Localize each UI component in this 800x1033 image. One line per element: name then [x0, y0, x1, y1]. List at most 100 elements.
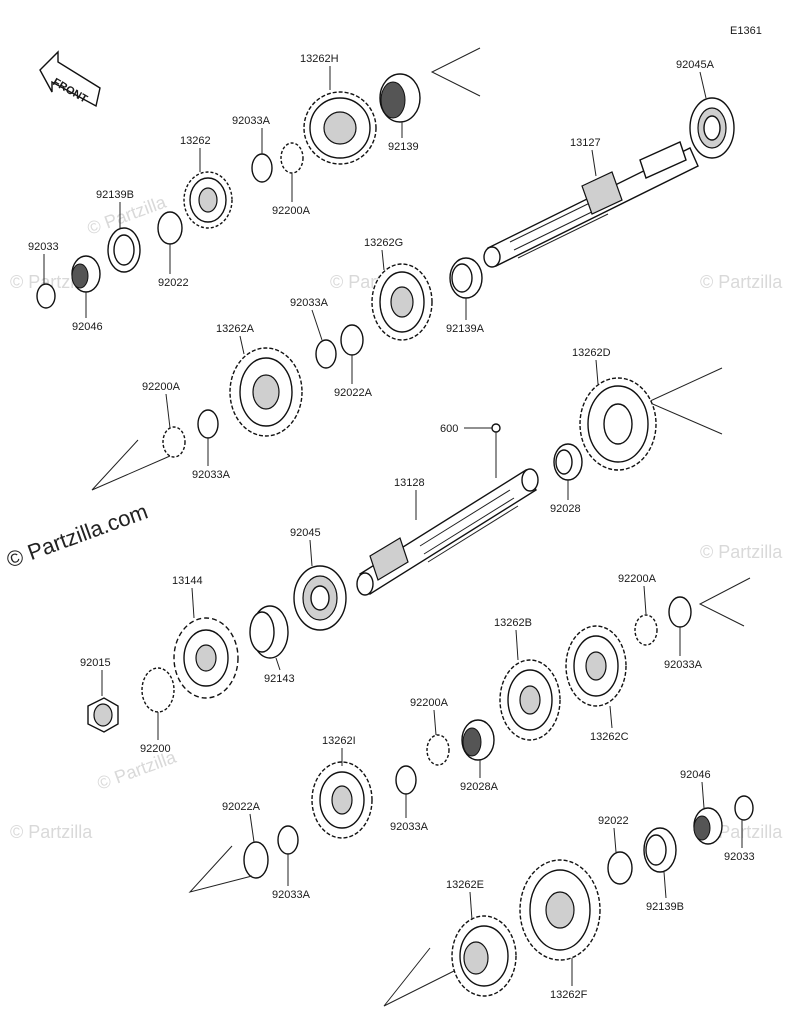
label-92022-1: 92022	[158, 277, 189, 289]
washer-92200	[141, 667, 175, 713]
washer-92200A-2	[162, 426, 186, 458]
label-13262D: 13262D	[572, 347, 611, 359]
explosion-line-3	[91, 439, 171, 491]
gear-13262E	[451, 915, 517, 997]
label-92022-2: 92022	[598, 815, 629, 827]
label-13127: 13127	[570, 137, 601, 149]
explosion-line-5	[188, 845, 253, 893]
label-92139: 92139	[388, 141, 419, 153]
washer-92022-2	[607, 851, 633, 885]
label-13128: 13128	[394, 477, 425, 489]
gear-13262	[183, 171, 233, 229]
label-13262C: 13262C	[590, 731, 629, 743]
collar-92139B	[107, 227, 141, 273]
label-92028: 92028	[550, 503, 581, 515]
label-92045: 92045	[290, 527, 321, 539]
shaft-13128	[356, 468, 539, 596]
label-92033A-2: 92033A	[290, 297, 329, 309]
washer-92200A-3	[634, 614, 658, 646]
bearing-92045	[293, 565, 347, 631]
label-92046-1: 92046	[72, 321, 103, 333]
label-600: 600	[440, 423, 458, 435]
label-13262: 13262	[180, 135, 211, 147]
washer-92200A	[280, 142, 304, 174]
label-92200A-4: 92200A	[410, 697, 449, 709]
label-92139A: 92139A	[446, 323, 485, 335]
needle-bearing-92028A	[461, 719, 495, 761]
circlip-92033	[36, 283, 56, 309]
label-92200: 92200	[140, 743, 171, 755]
washer-92022A	[340, 324, 364, 356]
watermark-right-mid: © Partzilla	[700, 542, 783, 562]
label-92045A: 92045A	[676, 59, 715, 71]
label-92200A-1: 92200A	[272, 205, 311, 217]
label-13262E: 13262E	[446, 879, 484, 891]
circlip-92033A-2	[315, 339, 337, 369]
diagram-code: E1361	[730, 25, 762, 37]
label-13262I: 13262I	[322, 735, 356, 747]
gear-13262D	[579, 377, 657, 471]
label-92200A-2: 92200A	[142, 381, 181, 393]
label-92028A: 92028A	[460, 781, 499, 793]
circlip-92033A-3	[197, 409, 219, 439]
collar-92143	[249, 605, 289, 659]
front-arrow-icon: FRONT	[39, 50, 101, 108]
label-92139B-2: 92139B	[646, 901, 684, 913]
bearing-92139	[379, 73, 421, 123]
circlip-92033-2	[734, 795, 754, 821]
gear-13262H	[303, 91, 377, 165]
label-92033A-3: 92033A	[192, 469, 231, 481]
label-13144: 13144	[172, 575, 203, 587]
label-13262G: 13262G	[364, 237, 403, 249]
washer-92022A-2	[243, 841, 269, 879]
label-92033A-5: 92033A	[390, 821, 429, 833]
explosion-line	[430, 47, 481, 97]
explosion-line-2	[646, 367, 723, 435]
label-92033A-4: 92033A	[664, 659, 703, 671]
watermark-main: © Partzilla.com	[3, 499, 151, 573]
bearing-92045A	[689, 97, 735, 159]
collar-92028	[553, 443, 583, 481]
label-92033A-6: 92033A	[272, 889, 311, 901]
circlip-92033A-4	[668, 596, 692, 628]
label-92033-1: 92033	[28, 241, 59, 253]
watermark-left-bottom: © Partzilla	[10, 822, 93, 842]
label-13262B: 13262B	[494, 617, 532, 629]
explosion-line-4	[698, 577, 751, 627]
circlip-92033A-6	[277, 825, 299, 855]
nut-92015	[87, 697, 119, 733]
shaft-13127	[483, 141, 699, 268]
label-92143: 92143	[264, 673, 295, 685]
label-13262A: 13262A	[216, 323, 255, 335]
gear-13262C	[565, 625, 627, 707]
needle-bearing-92046-2	[693, 807, 723, 845]
circlip-92033A-5	[395, 765, 417, 795]
circlip-92033A	[251, 153, 273, 183]
collar-92139A	[449, 257, 483, 299]
gear-13262G	[371, 263, 433, 341]
gear-13262B	[499, 659, 561, 741]
reference-marker	[491, 423, 501, 433]
label-92022A-2: 92022A	[222, 801, 261, 813]
collar-92139B-2	[643, 827, 677, 873]
gear-13262I	[311, 761, 373, 839]
needle-bearing-92046	[71, 255, 101, 293]
label-92139B-1: 92139B	[96, 189, 134, 201]
label-92015: 92015	[80, 657, 111, 669]
label-92033A-1: 92033A	[232, 115, 271, 127]
gear-13262F	[519, 859, 601, 961]
washer-92022	[157, 211, 183, 245]
label-92022A-1: 92022A	[334, 387, 373, 399]
label-13262H: 13262H	[300, 53, 339, 65]
washer-92200A-4	[426, 734, 450, 766]
watermark-right-top: © Partzilla	[700, 272, 783, 292]
label-92200A-3: 92200A	[618, 573, 657, 585]
label-13262F: 13262F	[550, 989, 588, 1001]
explosion-line-6	[383, 947, 461, 1007]
gear-13262A	[229, 347, 303, 437]
sprocket-13144	[173, 617, 239, 699]
label-92033-2: 92033	[724, 851, 755, 863]
label-92046-2: 92046	[680, 769, 711, 781]
